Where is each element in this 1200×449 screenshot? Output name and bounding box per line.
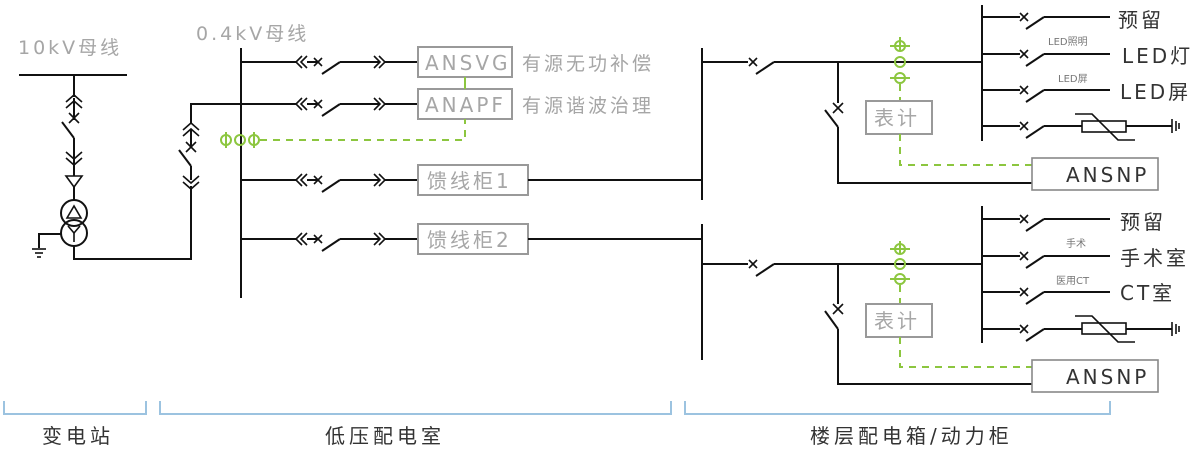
lv-room-section: 0.4kV母线 ANSVG 有源无功补偿 ANAPF: [196, 23, 702, 298]
branch-surge-arrester: [982, 315, 1180, 343]
branch-ct-room: 医用CT CT室: [982, 275, 1175, 305]
ansnp-label-1: ANSNP: [1066, 163, 1149, 187]
ansvg-desc: 有源无功补偿: [522, 53, 654, 75]
fuse-triangle-icon: [64, 175, 84, 189]
branch-operating-room: 手术 手术室: [982, 237, 1189, 270]
meter-box-1: [865, 100, 933, 135]
branch-small-label: LED照明: [1048, 36, 1088, 48]
bracket-floor-boxes: [684, 401, 1111, 415]
feeder-row-2: 馈线柜2: [241, 223, 702, 255]
ground-icon: [1171, 119, 1180, 133]
branch-small-label: 医用CT: [1056, 275, 1090, 287]
ansnp-label-2: ANSNP: [1066, 365, 1149, 389]
current-transformer-icon: [220, 132, 260, 148]
current-transformer-icon: [890, 241, 910, 285]
feeder-row-ansvg: ANSVG 有源无功补偿: [241, 46, 654, 78]
feeder-row-1: 馈线柜1: [241, 164, 702, 196]
substation-section: 10kV母线: [18, 37, 241, 260]
section-label-substation: 变电站: [42, 424, 114, 448]
feeder-cabinet-1-label: 馈线柜1: [427, 169, 512, 193]
ansvg-label: ANSVG: [425, 51, 511, 75]
lv-bus-label: 0.4kV母线: [196, 23, 309, 45]
feeder-cabinet-1-box: [417, 164, 529, 196]
feeder-row-anapf: ANAPF 有源谐波治理: [241, 88, 654, 120]
branch-label: 手术室: [1120, 246, 1189, 270]
meter-label-2: 表计: [874, 309, 920, 333]
current-transformer-icon: [890, 37, 910, 84]
branch-label: LED屏: [1120, 80, 1191, 104]
branch-small-label: LED屏: [1058, 73, 1088, 85]
branch-reserved-1: 预留: [982, 8, 1164, 32]
withdrawable-contact-icon: [182, 175, 200, 191]
ansnp-protector-2: [1031, 359, 1159, 393]
anapf-desc: 有源谐波治理: [522, 95, 654, 117]
transformer-icon: [60, 199, 88, 247]
meter-label-1: 表计: [874, 106, 920, 130]
breaker-icon: [178, 141, 197, 167]
ansnp-protector-1: [1031, 157, 1159, 191]
breaker-icon: [61, 112, 80, 139]
feeder-cabinet-2-label: 馈线柜2: [427, 228, 512, 252]
meter-box-2: [865, 303, 933, 338]
branch-surge-arrester: [982, 113, 1180, 141]
branch-small-label: 手术: [1066, 237, 1086, 250]
section-label-lv-room: 低压配电室: [325, 424, 445, 448]
branch-led-light: LED照明 LED灯: [982, 36, 1193, 68]
branch-label: CT室: [1120, 281, 1175, 305]
floor-box-1: 表计 ANSNP 预留 LED照明 LED灯 LED屏 LED: [701, 5, 1193, 200]
section-label-floor-boxes: 楼层配电箱/动力柜: [810, 424, 1013, 448]
ground-icon: [1171, 322, 1180, 336]
feeder-cabinet-2-box: [417, 223, 529, 255]
branch-label: LED灯: [1122, 44, 1193, 68]
section-brackets: 变电站 低压配电室 楼层配电箱/动力柜: [3, 401, 1111, 448]
floor-box-2: 表计 ANSNP 预留 手术 手术室 医用CT CT室: [701, 206, 1189, 393]
branch-label: 预留: [1120, 210, 1166, 234]
bracket-lv-room: [159, 401, 672, 415]
ground-icon: [32, 233, 61, 258]
signal-dashed-line: [260, 119, 466, 141]
anapf-label: ANAPF: [425, 93, 506, 117]
branch-led-screen: LED屏 LED屏: [982, 73, 1191, 104]
bracket-substation: [3, 401, 147, 415]
branch-label: 预留: [1118, 8, 1164, 32]
hv-bus-label: 10kV母线: [18, 37, 122, 59]
branch-reserved-2: 预留: [982, 210, 1166, 234]
